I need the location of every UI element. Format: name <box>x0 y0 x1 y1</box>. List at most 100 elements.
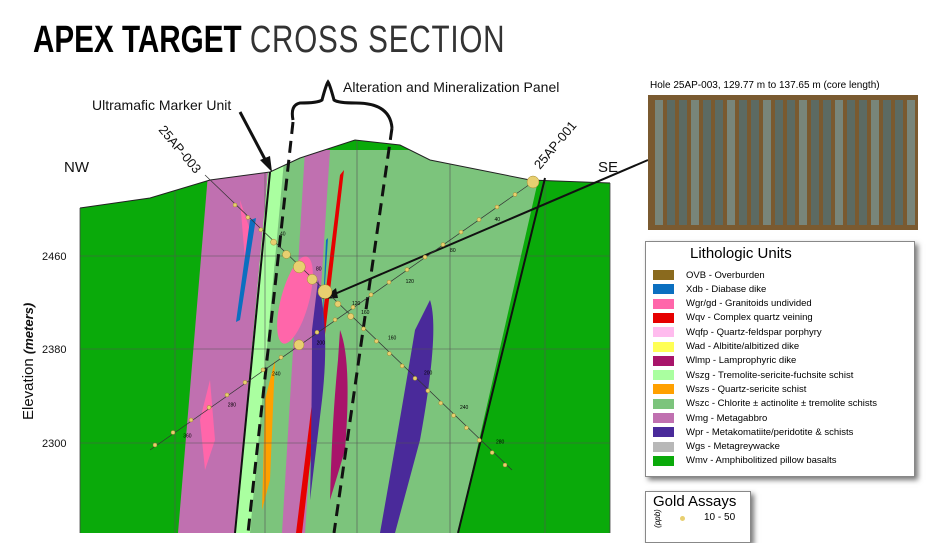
gold-assay-point <box>458 229 464 235</box>
core-photo <box>648 95 918 230</box>
hole2-depth-label: 240 <box>272 372 281 378</box>
core-row <box>703 100 711 225</box>
hole1-depth-label: 240 <box>460 405 469 411</box>
hole-25ap-003-trace <box>204 174 513 471</box>
gold-assay-point <box>245 215 251 220</box>
core-row <box>691 100 699 225</box>
gold-assay-point <box>412 376 418 381</box>
legend-swatch <box>653 270 674 280</box>
legend-swatch <box>653 298 674 309</box>
hole1-depth-label: 200 <box>424 370 433 376</box>
legend-item: Wgr/gd - Granitoids undivided <box>653 298 812 310</box>
legend-swatch <box>653 398 674 409</box>
legend-swatch <box>653 327 674 338</box>
hole-25ap-003-label: 25AP-003 <box>156 122 205 176</box>
legend-label: Wszc - Chlorite ± actinolite ± tremolite… <box>686 398 877 410</box>
core-row <box>907 100 915 225</box>
axis-unit: (meters) <box>21 303 36 354</box>
gold-assay-point <box>422 254 428 260</box>
gold-assay-point <box>334 300 342 308</box>
core-row <box>751 100 759 225</box>
legend-label: Xdb - Diabase dike <box>686 283 767 295</box>
legend-label: OVB - Overburden <box>686 269 765 281</box>
gold-title: Gold Assays <box>653 493 737 510</box>
gold-assay-point <box>425 388 431 393</box>
legend-item: Wszc - Chlorite ± actinolite ± tremolite… <box>653 398 877 410</box>
hole-25ap-001-label: 25AP-001 <box>531 118 580 172</box>
hole2-depth-label: 120 <box>406 279 415 285</box>
core-row <box>715 100 723 225</box>
legend-swatch <box>653 427 674 438</box>
hole1-depth-label: 80 <box>316 266 322 272</box>
gold-assay-point <box>386 279 392 285</box>
core-row <box>787 100 795 225</box>
core-row <box>655 100 663 225</box>
legend-label: Wqfp - Quartz-feldspar porphyry <box>686 326 822 338</box>
gold-assay-point <box>282 250 291 259</box>
gold-assay-point <box>278 355 284 360</box>
legend-item: Wgs - Metagreywacke <box>653 441 780 453</box>
grid <box>80 140 610 533</box>
gold-assay-point <box>260 367 266 373</box>
legend-swatch <box>653 441 674 452</box>
legend-item: Wszs - Quartz-sericite schist <box>653 383 806 395</box>
tick-2380: 2380 <box>42 344 66 356</box>
core-row <box>883 100 891 225</box>
legend-item: Xdb - Diabase dike <box>653 283 766 295</box>
core-row <box>727 100 735 225</box>
core-row <box>739 100 747 225</box>
gold-assay-point <box>368 292 374 297</box>
hole2-depth-label: 160 <box>361 310 370 316</box>
gold-assay-point <box>502 462 508 468</box>
marker-arrowhead <box>260 156 272 172</box>
core-row <box>799 100 807 225</box>
legend-swatch <box>653 384 674 395</box>
core-row <box>859 100 867 225</box>
legend-swatch <box>653 341 674 352</box>
legend-item: Wpr - Metakomatiite/peridotite & schists <box>653 426 853 438</box>
gold-assay-point <box>347 313 354 320</box>
hole2-depth-label: 280 <box>228 403 237 409</box>
panel-boundaries <box>246 121 394 533</box>
drill-holes <box>149 174 540 471</box>
legend-title: Lithologic Units <box>690 245 792 262</box>
core-row <box>835 100 843 225</box>
gold-assay-point <box>477 437 482 443</box>
gold-assay-point <box>350 304 356 310</box>
legend-swatch <box>653 284 674 295</box>
gold-assay-point <box>387 351 392 356</box>
legend-label: Wlmp - Lamprophyric dike <box>686 355 797 367</box>
legend-item: Wqv - Complex quartz veining <box>653 312 813 324</box>
legend-item: Wmv - Amphibolitized pillow basalts <box>653 455 836 467</box>
legend-swatch <box>653 355 674 366</box>
gold-assay-point <box>188 417 194 423</box>
gold-assay-point <box>317 284 333 299</box>
hole1-depth-label: 40 <box>280 232 286 238</box>
hole2-depth-label: 200 <box>317 341 326 347</box>
unit-wgr-lens <box>277 256 313 344</box>
legend-swatch <box>653 413 674 423</box>
gold-assay-point <box>306 274 318 285</box>
gold-assay-point <box>293 339 305 351</box>
legend-item: Wmg - Metagabbro <box>653 412 767 424</box>
gold-assay-point <box>526 175 540 189</box>
gold-assay-point <box>464 425 469 431</box>
core-row <box>679 100 687 225</box>
gold-assay-point <box>489 450 495 455</box>
legend-label: Wszs - Quartz-sericite schist <box>686 383 807 395</box>
gold-assay-point <box>270 238 277 246</box>
core-row <box>823 100 831 225</box>
legend-item: Wad - Albitite/albitized dike <box>653 341 799 353</box>
hole2-depth-label: 80 <box>450 248 456 254</box>
unit-wpr <box>380 300 434 533</box>
gold-assay-point <box>404 267 410 272</box>
gold-assays-legend: Gold Assays (ppb) 10 - 50 <box>645 491 751 543</box>
legend-item: Wqfp - Quartz-feldspar porphyry <box>653 326 822 338</box>
legend-item: OVB - Overburden <box>653 269 765 281</box>
gold-assay-point <box>242 380 248 385</box>
gold-assay-point <box>152 442 158 448</box>
gold-assay-point <box>440 242 446 247</box>
tick-2300: 2300 <box>42 438 66 450</box>
gold-assay-point <box>494 204 500 210</box>
